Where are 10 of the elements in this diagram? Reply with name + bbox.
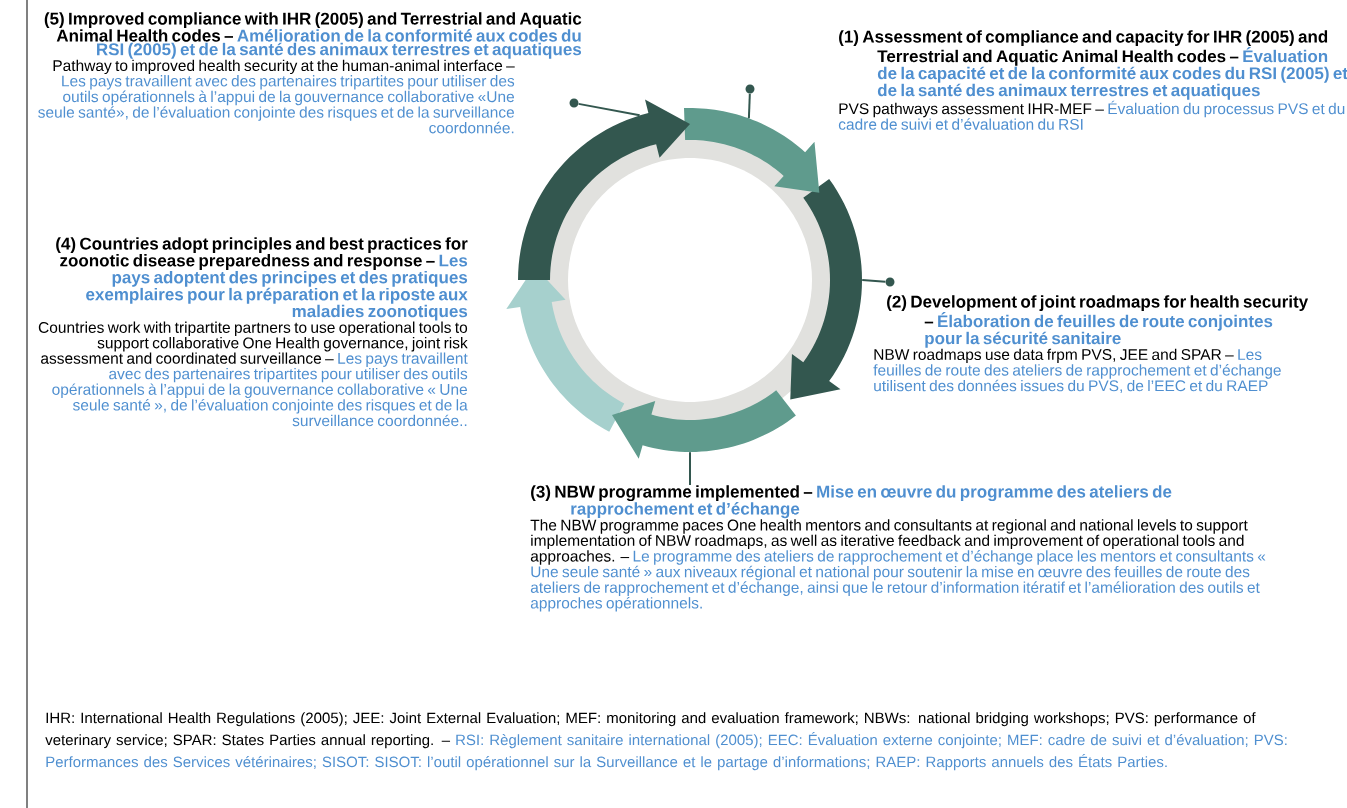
footnote-text: IHR: International Health Regulations (2005); JEE: Joint External Evaluation; MEF: monitoring and evaluation framework; NBWs: national bridging workshops; PVS: performance of veterinary service; SPAR: States Parties annual reporting. – RSI: Règlement sanitaire international (2005); EEC: Évaluation externe conjointe; MEF: cadre de suivi et d’évaluation; PVS: Performances des Services vétérinaires; SISOT: SISOT: l’outil opérationnel sur la Surveillance et le partage d’informations; RAEP: Rapports annuels des États Parties. (45, 712, 1287, 771)
step-text: (4) Countries adopt principles and best practices for zoonotic disease preparedness and response – Les pays adoptent des principes et des pratiques exemplaires pour la préparation et la riposte aux maladies zoonotiques Countries work with tripartite partners to use operational tools to support collaborative One Health governance, joint risk assessment and coordinated surveillance – Les pays travaillent avec des partenaires tripartites pour utiliser des outils opérationnels à l’appui de la gouvernance collaborative « Une seule santé », de l’évaluation conjointe des risques et de la surveillance coordonnée.. (38, 237, 468, 427)
leader-line (577, 102, 641, 117)
leader-line (861, 279, 887, 283)
step-text: (3) NBW programme implemented – Mise en œuvre du programme des ateliers de rapprochement et d’échange The NBW programme paces One health mentors and consultants at regional and national levels to support implementation of NBW roadmaps, as well as iterative feedback and improvement of operational tools and approaches. – Le programme des ateliers de rapprochement et d’échange place les mentors et consultants « Une seule santé » aux niveaux régional et national pour soutenir la mise en œuvre des feuilles de route des ateliers de rapprochement et d’échange, ainsi que le retour d’information itératif et l’amélioration des outils et approches opérationnels. (530, 485, 1266, 612)
step-text: (1) Assessment of compliance and capacity for IHR (2005) and Terrestrial and Aquatic Animal Health codes – Évaluation de la capacité et de la conformité aux codes du RSI (2005) et de la santé des animaux terrestres et aquatiques PVS pathways assessment IHR-MEF – Évaluation du processus PVS et du cadre de suivi et d’évaluation du RSI (838, 30, 1347, 130)
leader-line (747, 92, 751, 120)
leader-line (689, 451, 691, 486)
step-text: (2) Development of joint roadmaps for health security – Élaboration de feuilles de route conjointes pour la sécurité sanitaire NBW roadmaps use data frpm PVS, JEE and SPAR – Les feuilles de route des ateliers de rapprochement et d’échange utilisent des données issues du PVS, de l’EEC et du RAEP (873, 295, 1309, 394)
step-text: (5) Improved compliance with IHR (2005) and Terrestrial and Aquatic Animal Health codes – Amélioration de la conformité aux codes du RSI (2005) et de la santé des animaux terrestres et aquatiques Pathway to improved health security at the human-animal interface – Les pays travaillent avec des partenaires tripartites pour utiliser des outils opérationnels à l’appui de la gouvernance collaborative «Une seule santé», de l’évaluation conjointe des risques et de la surveillance coordonnée. (38, 12, 582, 134)
